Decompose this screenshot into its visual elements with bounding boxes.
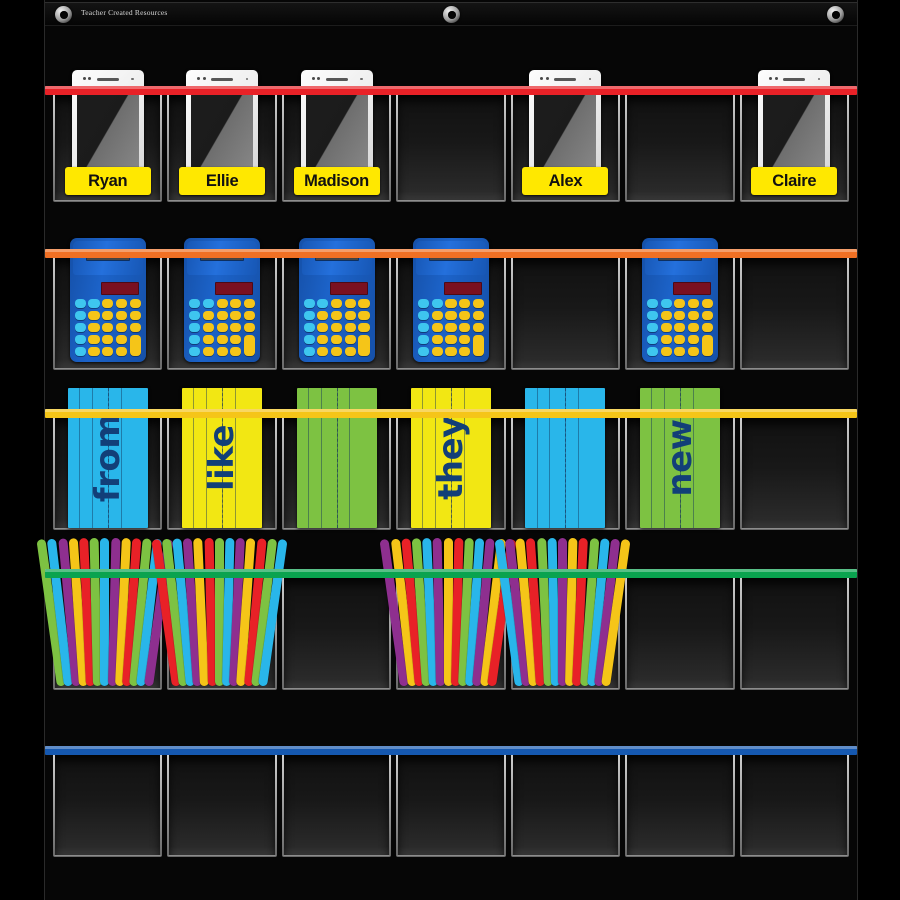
- tablet-speaker-icon: [325, 77, 348, 81]
- pocket-strip: [53, 755, 850, 856]
- pocket-slot[interactable]: [625, 258, 735, 369]
- pocket-slot[interactable]: [167, 755, 278, 856]
- pocket-slot[interactable]: [281, 95, 392, 201]
- green-ribbon: [45, 569, 857, 578]
- pocket-strip: [53, 578, 850, 689]
- tablet-speaker-icon: [211, 77, 234, 81]
- pocket-slot[interactable]: [53, 755, 163, 856]
- grommet-right-icon: [827, 6, 844, 23]
- pocket-slot[interactable]: [739, 418, 850, 529]
- pocket-slot[interactable]: [281, 755, 392, 856]
- pocket-slot[interactable]: [167, 95, 278, 201]
- pocket-slot[interactable]: [281, 578, 392, 689]
- tablet-speaker-icon: [783, 77, 806, 81]
- pocket-slot[interactable]: [281, 418, 392, 529]
- tablet-camera-icon: [202, 77, 206, 80]
- tablet-speaker-icon: [554, 77, 577, 81]
- brand-label: Teacher Created Resources: [81, 8, 168, 17]
- pocket-slot[interactable]: [510, 95, 621, 201]
- tablet-camera-icon: [540, 77, 544, 80]
- pocket-strip: [53, 418, 850, 529]
- tablet-sensor-icon: [360, 77, 363, 80]
- tablet-camera-icon: [197, 77, 201, 80]
- row-calculators: [45, 238, 857, 369]
- pocket-slot[interactable]: [167, 578, 278, 689]
- pocket-slot[interactable]: [625, 578, 735, 689]
- tablet-camera-icon: [311, 77, 315, 80]
- yellow-ribbon: [45, 409, 857, 418]
- pocket-slot[interactable]: [53, 95, 163, 201]
- tablet-camera-icon: [82, 77, 86, 80]
- pocket-slot[interactable]: [53, 578, 163, 689]
- pocket-slot[interactable]: [739, 755, 850, 856]
- tablet-sensor-icon: [245, 77, 249, 80]
- pocket-slot[interactable]: [396, 418, 507, 529]
- red-ribbon: [45, 86, 857, 95]
- tablet-speaker-icon: [96, 77, 119, 81]
- tablet-camera-icon: [317, 77, 321, 80]
- pocket-slot[interactable]: [167, 258, 278, 369]
- row-empty: [45, 755, 857, 856]
- row-craft-sticks: [36, 537, 857, 689]
- tablet-camera-icon: [545, 77, 549, 80]
- tablet-sensor-icon: [817, 77, 821, 80]
- orange-ribbon: [45, 249, 857, 258]
- grommet-left-icon: [55, 6, 72, 23]
- tablet-camera-icon: [774, 77, 778, 80]
- pocket-slot[interactable]: [396, 578, 507, 689]
- pocket-slot[interactable]: [625, 755, 735, 856]
- pocket-slot[interactable]: [53, 418, 163, 529]
- pocket-slot[interactable]: [510, 578, 621, 689]
- pocket-slot[interactable]: [396, 755, 507, 856]
- pocket-slot[interactable]: [510, 755, 621, 856]
- pocket-slot[interactable]: [53, 258, 163, 369]
- pocket-slot[interactable]: [739, 258, 850, 369]
- tablet-sensor-icon: [131, 77, 134, 80]
- pocket-slot[interactable]: [396, 258, 507, 369]
- tablet-camera-icon: [88, 77, 92, 80]
- tablet-sensor-icon: [588, 77, 592, 80]
- grommet-center-icon: [443, 6, 460, 23]
- tablet-camera-icon: [769, 77, 773, 80]
- pocket-slot[interactable]: [625, 418, 735, 529]
- pocket-slot[interactable]: [396, 95, 507, 201]
- pocket-slot[interactable]: [510, 258, 621, 369]
- pocket-strip: [53, 95, 850, 201]
- pocket-strip: [53, 258, 850, 369]
- pocket-slot[interactable]: [739, 95, 850, 201]
- pocket-slot[interactable]: [167, 418, 278, 529]
- pocket-slot[interactable]: [510, 418, 621, 529]
- blue-ribbon: [45, 746, 857, 755]
- pocket-slot[interactable]: [281, 258, 392, 369]
- chart-header-bar: Teacher Created Resources: [45, 2, 857, 26]
- pocket-slot[interactable]: [625, 95, 735, 201]
- pocket-slot[interactable]: [739, 578, 850, 689]
